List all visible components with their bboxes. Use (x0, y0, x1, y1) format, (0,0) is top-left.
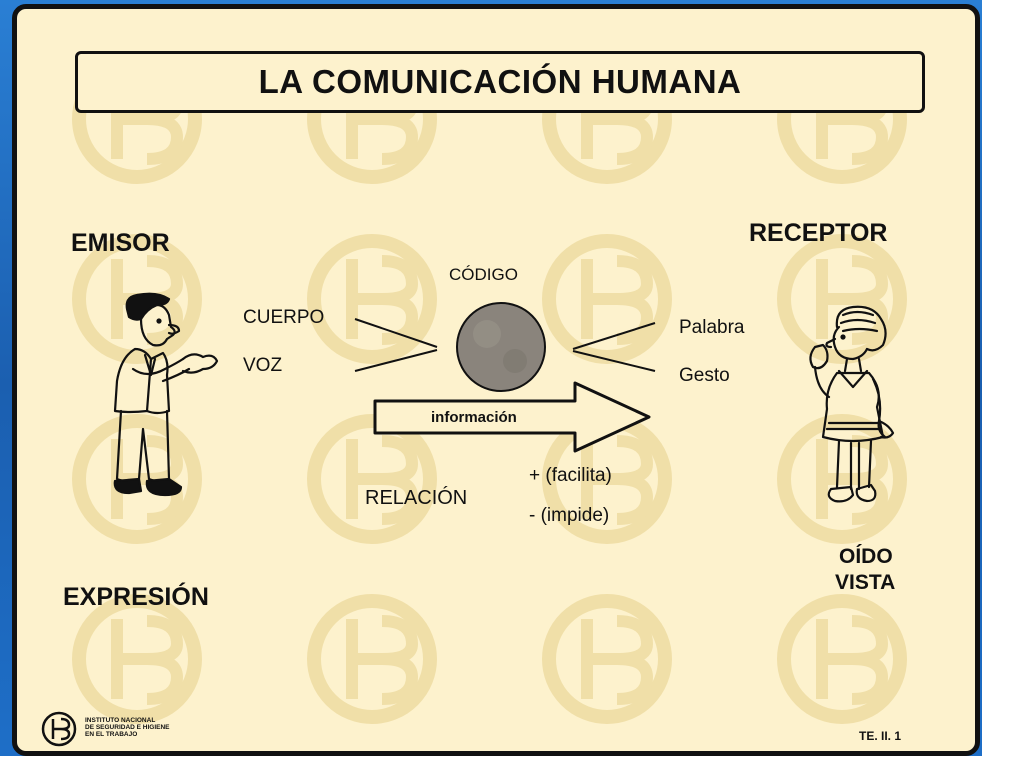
facilita-label: + (facilita) (529, 465, 612, 486)
slide-panel: LA COMUNICACIÓN HUMANA (12, 4, 980, 756)
diagram-drawing (41, 292, 895, 747)
institute-name: INSTITUTO NACIONAL DE SEGURIDAD E HIGIEN… (85, 717, 170, 738)
vista-label: VISTA (835, 571, 896, 594)
gesto-connector (572, 350, 656, 372)
oido-label: OÍDO (839, 545, 893, 568)
receptor-figure (809, 305, 895, 503)
cuerpo-label: CUERPO (243, 307, 325, 328)
institute-line-1: INSTITUTO NACIONAL (85, 717, 156, 724)
receptor-label: RECEPTOR (749, 219, 888, 247)
impide-label: - (impide) (529, 505, 610, 526)
page-title: LA COMUNICACIÓN HUMANA (258, 63, 742, 100)
emisor-figure (113, 292, 219, 497)
informacion-label: información (431, 409, 517, 426)
institute-line-3: EN EL TRABAJO (85, 731, 138, 738)
palabra-connector (572, 322, 656, 350)
cuerpo-connector (354, 318, 438, 348)
voz-label: VOZ (243, 355, 283, 376)
institute-logo (41, 711, 77, 747)
palabra-label: Palabra (679, 317, 745, 338)
expresion-label: EXPRESIÓN (63, 583, 209, 611)
slide-code: TE. II. 1 (859, 729, 902, 743)
relacion-label: RELACIÓN (365, 487, 468, 509)
gesto-label: Gesto (679, 365, 730, 386)
codigo-circle (456, 302, 546, 392)
title-box: LA COMUNICACIÓN HUMANA (75, 51, 925, 113)
informacion-arrow (373, 381, 651, 453)
institute-line-2: DE SEGURIDAD E HIGIENE (85, 724, 170, 731)
codigo-label: CÓDIGO (449, 265, 518, 284)
emisor-label: EMISOR (71, 229, 170, 257)
right-margin-strip (982, 0, 1024, 768)
bottom-margin-strip (0, 756, 1024, 768)
voz-connector (354, 349, 438, 372)
